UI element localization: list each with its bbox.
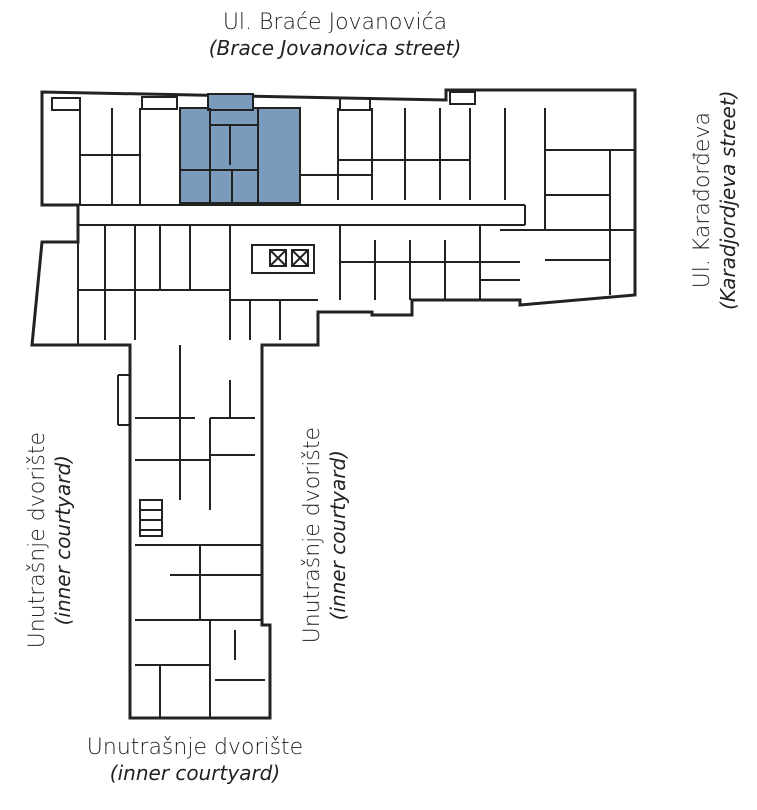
top-street-name: Ul. Braće Jovanovića bbox=[222, 10, 448, 35]
bottom-courtyard-name: Unutrašnje dvorište bbox=[86, 735, 304, 760]
vertical-wing-partitions bbox=[117, 345, 265, 718]
vertical-wing-stair bbox=[139, 499, 163, 537]
top-wing-partitions bbox=[51, 91, 635, 295]
top-street-translation: (Brace Jovanovica street) bbox=[208, 36, 462, 61]
bottom-courtyard-translation: (inner courtyard) bbox=[109, 761, 281, 786]
main-wing-outline bbox=[30, 88, 637, 720]
bottom-courtyard-label: Unutrašnje dvorište (inner courtyard) bbox=[45, 735, 345, 785]
corridor bbox=[78, 204, 526, 226]
lower-wing-partitions bbox=[77, 225, 520, 345]
top-street-label: Ul. Braće Jovanovića (Brace Jovanovica s… bbox=[160, 10, 510, 60]
elevator-core bbox=[251, 244, 315, 274]
highlighted-apartment[interactable] bbox=[179, 93, 301, 204]
